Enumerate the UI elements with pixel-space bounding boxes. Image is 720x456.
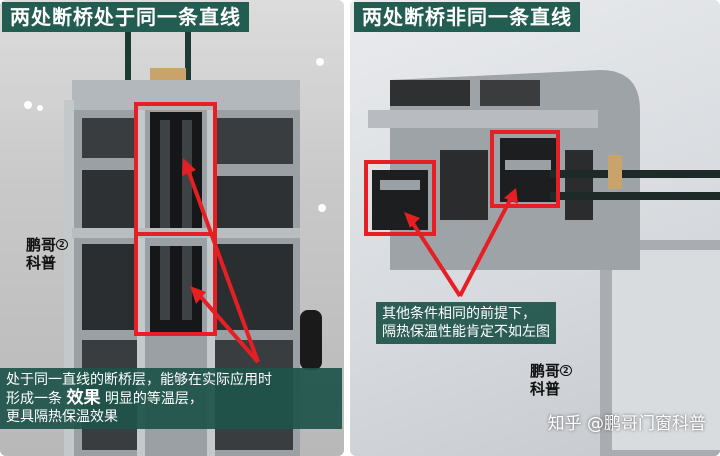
left-watermark-line2: 科普 <box>26 254 57 272</box>
right-caption: 其他条件相同的前提下， 隔热保温性能肯定不如左图 <box>376 302 556 344</box>
left-watermark-mark: 2 <box>56 239 68 250</box>
left-caption-line2c: 明显的等温层， <box>104 391 203 407</box>
left-caption-line3: 更具隔热保温效果 <box>6 409 118 425</box>
right-watermark-mark: 2 <box>560 365 572 376</box>
left-caption-line2: 形成一条 效果 明显的等温层， <box>6 389 336 408</box>
left-caption-line2a: 形成一条 <box>6 391 62 407</box>
left-title: 两处断桥处于同一条直线 <box>2 2 249 32</box>
right-caption-line2: 隔热保温性能肯定不如左图 <box>382 324 550 340</box>
zhihu-credit: 知乎 @鹏哥门窗科普 <box>547 414 706 434</box>
right-profile-photo <box>364 70 720 456</box>
right-title: 两处断桥非同一条直线 <box>354 2 580 32</box>
left-caption-line2b: 效果 <box>66 388 101 408</box>
right-caption-line1: 其他条件相同的前提下， <box>382 306 536 322</box>
left-caption-line1: 处于同一直线的断桥层，能够在实际应用时 <box>6 372 272 388</box>
right-watermark-line1: 鹏哥 <box>530 362 561 380</box>
right-watermark-line2: 科普 <box>530 380 561 398</box>
left-watermark-line1: 鹏哥 <box>26 236 57 254</box>
left-caption: 处于同一直线的断桥层，能够在实际应用时 形成一条 效果 明显的等温层， 更具隔热… <box>0 368 342 429</box>
